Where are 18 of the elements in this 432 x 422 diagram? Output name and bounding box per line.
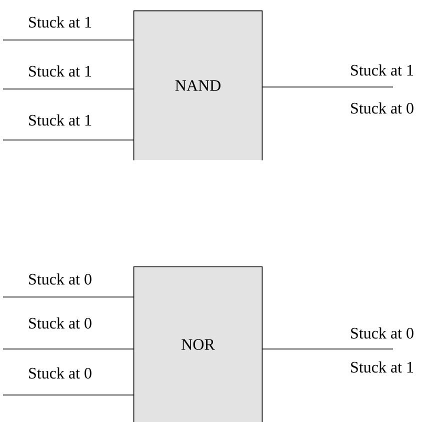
edge-label: Stuck at 1: [29, 114, 92, 126]
gate-box: NOR: [133, 266, 263, 422]
fault-label: Stuck at 1: [351, 361, 414, 373]
edge-label: Stuck at 0: [351, 327, 414, 339]
edge-label: Stuck at 1: [29, 65, 92, 77]
edge-label: Stuck at 1: [29, 16, 92, 28]
wire: [262, 86, 394, 88]
edge-label: Stuck at 1: [351, 64, 414, 76]
wire: [2, 88, 134, 90]
wire: [2, 348, 134, 350]
wire: [2, 296, 134, 298]
fault-label: Stuck at 0: [351, 102, 414, 114]
edge-label: Stuck at 0: [29, 367, 92, 379]
edge-label: Stuck at 0: [29, 317, 92, 329]
wire: [2, 394, 134, 396]
edge-label: Stuck at 0: [29, 273, 92, 285]
gate-box: NAND: [133, 10, 263, 161]
wire: [262, 348, 394, 350]
